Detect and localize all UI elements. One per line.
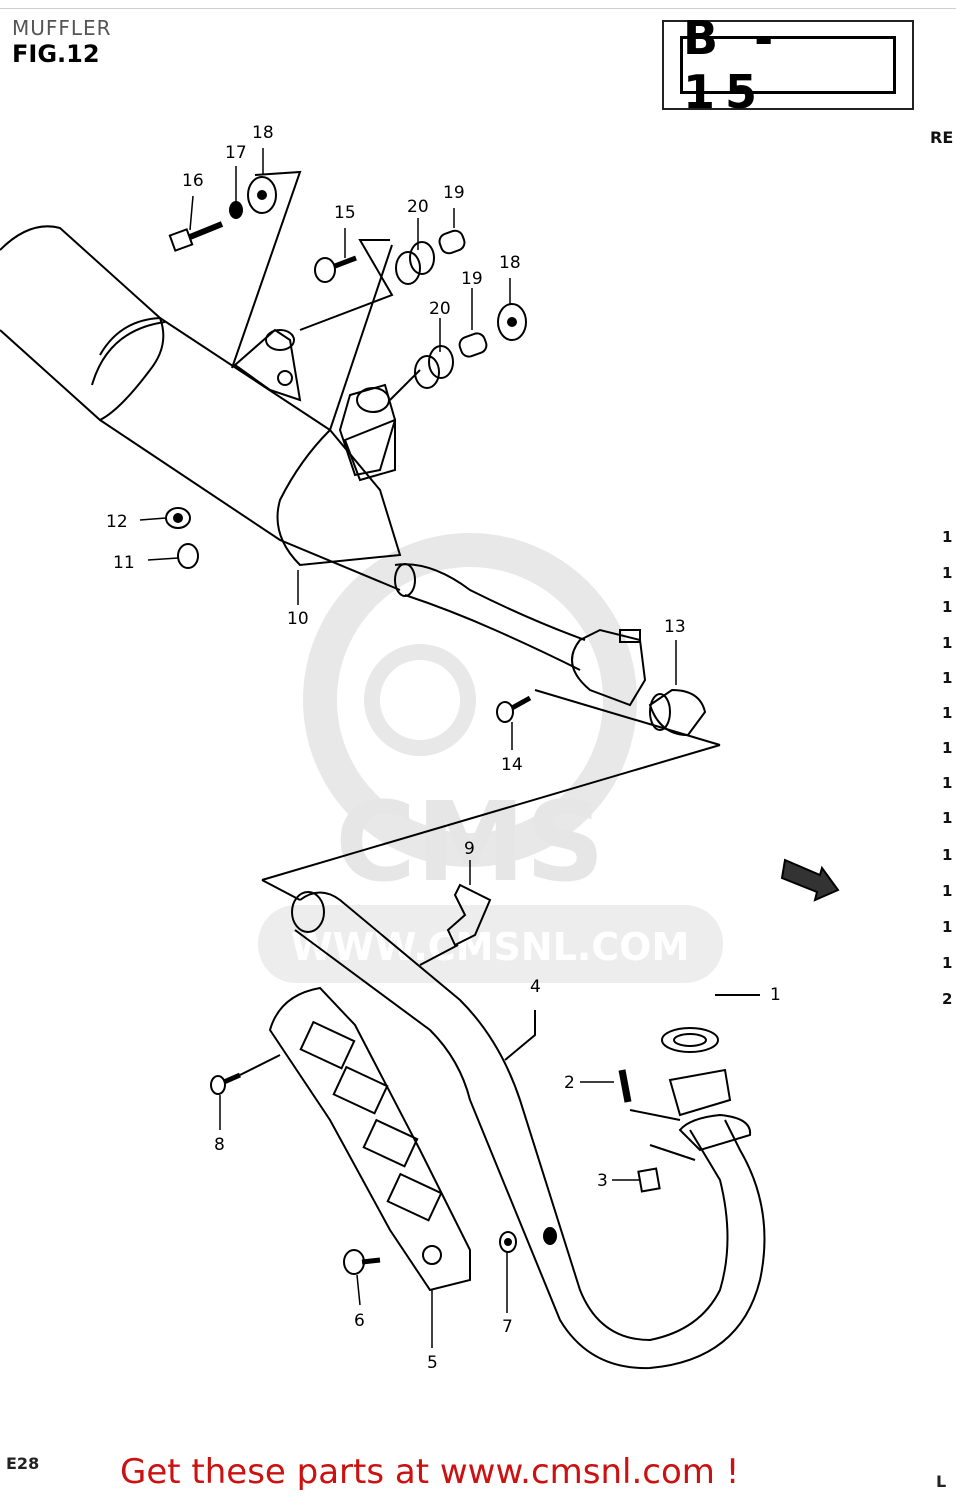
- watermark-helmet-shape: [303, 533, 637, 867]
- lower-bracket: [338, 383, 397, 477]
- callout-19-lower: 19: [461, 269, 483, 289]
- heat-guard: [268, 986, 471, 1292]
- gasket-1: [661, 1027, 719, 1053]
- silencer-tail: [99, 419, 401, 591]
- grommet-20-lower: [414, 355, 440, 389]
- callout-1: 1: [770, 985, 781, 1005]
- svg-text:1: 1: [942, 598, 952, 616]
- callout-15: 15: [334, 203, 356, 223]
- callout-12: 12: [106, 512, 128, 532]
- callout-14: 14: [501, 755, 523, 775]
- callout-4: 4: [530, 977, 541, 997]
- upper-hardware: [165, 176, 532, 723]
- footer-right-code: L: [936, 1472, 947, 1491]
- svg-text:1: 1: [942, 882, 952, 900]
- silencer-cone: [276, 428, 402, 567]
- grommet-20-upper: [395, 251, 421, 285]
- bracket-9: [446, 883, 492, 947]
- right-margin-marks: 1 1 1 1 1 1 1 1 1 1 1 1 1 2: [942, 528, 952, 1008]
- bolt-16-head: [168, 228, 194, 252]
- svg-text:1: 1: [942, 634, 952, 652]
- section-title: MUFFLER: [12, 16, 112, 40]
- svg-text:1: 1: [942, 528, 952, 546]
- collar-19-upper: [438, 229, 466, 255]
- stud-2: [618, 1069, 632, 1103]
- exhaust-pipe-assembly: [239, 879, 766, 1370]
- callout-13: 13: [664, 617, 686, 637]
- svg-text:1: 1: [942, 809, 952, 827]
- promo-link[interactable]: Get these parts at www.cmsnl.com !: [120, 1452, 740, 1492]
- screw-8: [210, 1075, 226, 1095]
- svg-text:2: 2: [942, 990, 952, 1008]
- washer-7: [499, 1231, 517, 1253]
- washer-18-lower: [497, 303, 527, 341]
- bolt-14: [496, 701, 514, 723]
- nut-3: [637, 1167, 661, 1193]
- pipe-flange: [678, 1113, 752, 1152]
- bolt-6: [343, 1249, 365, 1275]
- collar-19-lower: [458, 332, 488, 358]
- bolt-15: [314, 257, 336, 283]
- svg-text:1: 1: [942, 564, 952, 582]
- callout-10: 10: [287, 609, 309, 629]
- figure-label: FIG.12: [12, 40, 100, 68]
- silencer-band: [91, 317, 166, 386]
- exhaust-pipe: [299, 891, 729, 1342]
- lower-hardware: [210, 858, 840, 1275]
- callout-18-lower: 18: [499, 253, 521, 273]
- svg-text:1: 1: [942, 774, 952, 792]
- callout-17: 17: [225, 143, 247, 163]
- callout-labels: 1 2 3 4 5 6 7 8 9 10 11 12 13 14 15 16 1…: [106, 123, 781, 1373]
- pipe-clamp: [571, 628, 647, 707]
- callout-2: 2: [564, 1073, 575, 1093]
- svg-text:1: 1: [942, 846, 952, 864]
- callout-19-upper: 19: [443, 183, 465, 203]
- callout-20-upper: 20: [407, 197, 429, 217]
- silencer-body: [0, 225, 165, 422]
- callout-6: 6: [354, 1311, 365, 1331]
- footer-left-code: E28: [6, 1454, 40, 1473]
- svg-text:1: 1: [942, 704, 952, 722]
- washer-17: [229, 201, 243, 219]
- callout-9: 9: [464, 839, 475, 859]
- front-direction-arrow: [780, 858, 840, 902]
- svg-text:1: 1: [942, 669, 952, 687]
- callout-11: 11: [113, 553, 135, 573]
- right-cut-label: RE: [930, 128, 954, 147]
- callout-3: 3: [597, 1171, 608, 1191]
- callout-7: 7: [502, 1317, 513, 1337]
- watermark-url: WWW.CMSNL.COM: [291, 925, 690, 969]
- svg-text:1: 1: [942, 954, 952, 972]
- watermark-url-pill: [258, 905, 723, 983]
- connecting-pipe: [394, 563, 586, 671]
- muffler-assembly: [0, 170, 721, 881]
- callout-20-lower: 20: [429, 299, 451, 319]
- joint-sleeve: [648, 688, 707, 737]
- watermark: CMS WWW.CMSNL.COM: [258, 533, 723, 983]
- bolt-11: [177, 543, 199, 569]
- callout-5: 5: [427, 1353, 438, 1373]
- callout-16: 16: [182, 171, 204, 191]
- callout-8: 8: [214, 1135, 225, 1155]
- top-rule: [0, 8, 956, 9]
- svg-text:1: 1: [942, 739, 952, 757]
- svg-text:1: 1: [942, 918, 952, 936]
- callout-leaders: [139, 148, 677, 1348]
- callout-18-upper: 18: [252, 123, 274, 143]
- silencer-upper: [159, 317, 331, 431]
- washer-18-upper: [247, 176, 277, 214]
